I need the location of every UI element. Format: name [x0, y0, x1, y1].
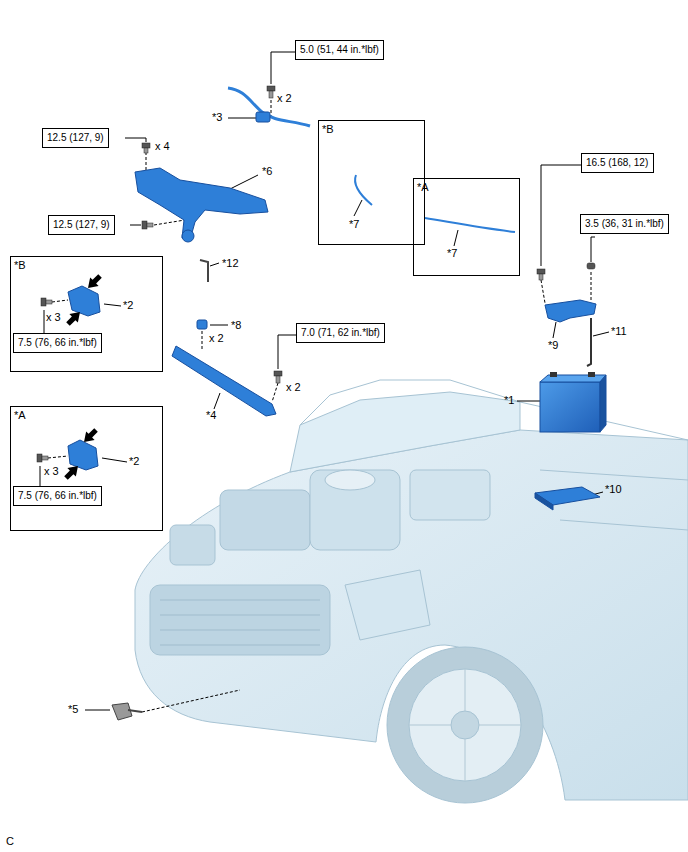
callout-number: *1 [504, 395, 514, 406]
callout-number: *2 [123, 300, 133, 311]
torque-value: 7.5 (76, 66 in.*lbf) [18, 337, 97, 349]
quantity-label: x 3 [44, 466, 59, 477]
vehicle [135, 380, 688, 803]
callout-number: *7 [349, 219, 359, 230]
torque-spec-box: 12.5 (127, 9) [48, 215, 115, 235]
view-letter: *A [14, 410, 26, 421]
torque-spec-box: 16.5 (168, 12) [581, 153, 654, 173]
torque-value: 5.0 (51, 44 in.*lbf) [300, 44, 379, 56]
callout-number: *11 [611, 326, 627, 337]
parts [68, 88, 606, 720]
torque-value: 12.5 (127, 9) [47, 132, 104, 144]
leader-lines [36, 52, 609, 710]
quantity-label: x 4 [155, 141, 170, 152]
callout-number: *7 [447, 248, 457, 259]
quantity-label: x 2 [209, 333, 224, 344]
direction-arrows [62, 272, 105, 483]
callout-number: *10 [605, 484, 622, 495]
callout-number: *2 [129, 456, 139, 467]
inset-panel: *B [318, 120, 425, 245]
torque-value: 3.5 (36, 31 in.*lbf) [585, 218, 664, 230]
quantity-label: x 2 [277, 93, 292, 104]
callout-number: *3 [212, 112, 222, 123]
callout-number: *4 [206, 410, 216, 421]
callout-number: *9 [548, 340, 558, 351]
quantity-label: x 3 [46, 312, 61, 323]
torque-value: 16.5 (168, 12) [586, 157, 649, 169]
inset-panel: *B 7.5 (76, 66 in.*lbf) [10, 256, 163, 372]
torque-spec-box: 7.0 (71, 62 in.*lbf) [296, 323, 385, 343]
torque-spec-box: 5.0 (51, 44 in.*lbf) [295, 40, 384, 60]
torque-spec-box: 3.5 (36, 31 in.*lbf) [580, 214, 669, 234]
callout-number: *8 [231, 320, 241, 331]
view-letter: *B [14, 260, 26, 271]
view-letter: *B [322, 124, 334, 135]
inset-panel: *A 7.5 (76, 66 in.*lbf) [10, 406, 163, 531]
torque-value: 12.5 (127, 9) [53, 219, 110, 231]
callout-number: *12 [222, 258, 239, 269]
inset-panel: *A [413, 178, 520, 276]
callout-number: *5 [68, 704, 78, 715]
torque-value: 7.0 (71, 62 in.*lbf) [301, 327, 380, 339]
torque-value: 7.5 (76, 66 in.*lbf) [18, 490, 97, 502]
view-letter: *A [417, 182, 429, 193]
quantity-label: x 2 [286, 382, 301, 393]
callout-number: C [6, 836, 14, 847]
torque-spec-box: 12.5 (127, 9) [42, 128, 109, 148]
callout-number: *6 [262, 166, 272, 177]
torque-spec-box: 7.5 (76, 66 in.*lbf) [13, 486, 102, 506]
torque-spec-box: 7.5 (76, 66 in.*lbf) [13, 333, 102, 353]
